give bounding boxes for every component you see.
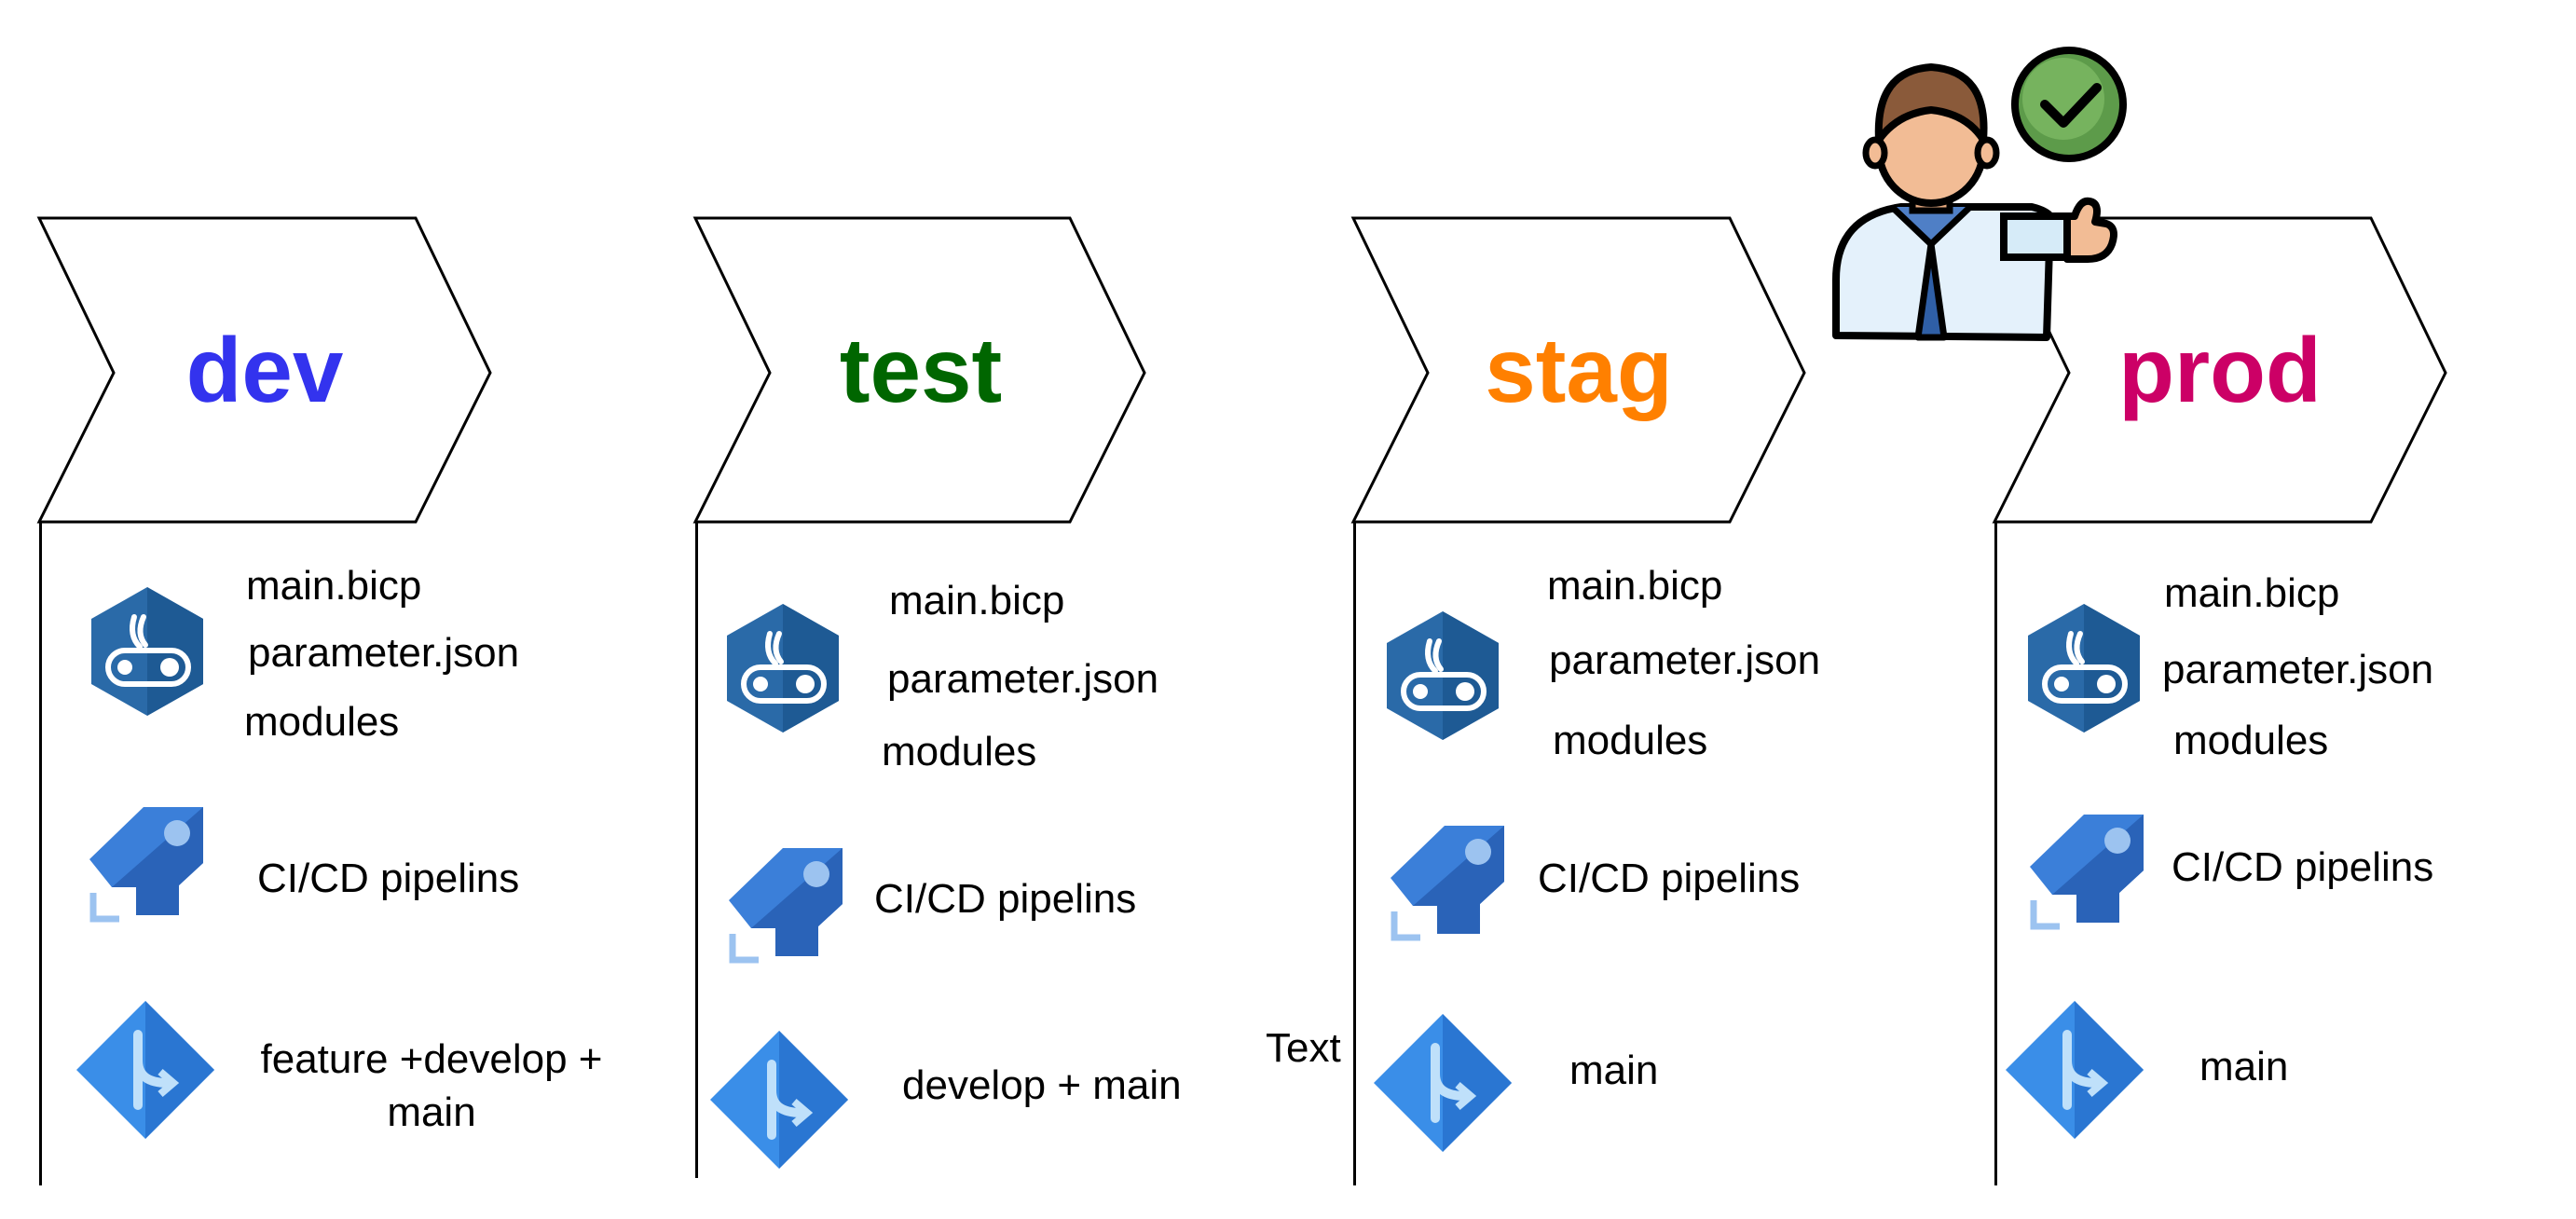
file-main-bicp: main.bicp bbox=[889, 578, 1065, 623]
stage-label-test: test bbox=[839, 319, 1003, 421]
azure-repos-branch-icon bbox=[1374, 1014, 1512, 1152]
branches-line-2: main bbox=[387, 1089, 476, 1135]
azure-pipelines-icon bbox=[1391, 826, 1504, 941]
stage-chevron-prod bbox=[1992, 216, 2447, 524]
branches-label: develop + main bbox=[902, 1062, 1182, 1108]
file-parameter-json: parameter.json bbox=[1549, 637, 1821, 683]
bicep-artifact-icon bbox=[91, 587, 203, 716]
bicep-artifact-icon bbox=[1387, 611, 1499, 740]
stage-chevron-stag bbox=[1350, 216, 1806, 524]
file-main-bicp: main.bicp bbox=[246, 563, 422, 609]
column-divider-prod bbox=[1994, 522, 1997, 1185]
pipelines-label: CI/CD pipelins bbox=[1538, 856, 1801, 901]
branches-label: main bbox=[1569, 1048, 1659, 1093]
pipelines-label: CI/CD pipelins bbox=[257, 856, 520, 901]
azure-repos-branch-icon bbox=[710, 1031, 848, 1169]
column-divider-stag bbox=[1353, 522, 1356, 1185]
stray-text-label: Text bbox=[1266, 1025, 1341, 1071]
stage-label-prod: prod bbox=[2118, 319, 2322, 421]
column-divider-test bbox=[695, 522, 698, 1178]
stage-label-dev: dev bbox=[185, 319, 344, 421]
stage-label-stag: stag bbox=[1485, 319, 1673, 421]
file-parameter-json: parameter.json bbox=[887, 656, 1159, 702]
bicep-artifact-icon bbox=[727, 604, 839, 733]
pipelines-label: CI/CD pipelins bbox=[2172, 844, 2434, 890]
azure-repos-branch-icon bbox=[2006, 1001, 2144, 1139]
branches-label: main bbox=[2199, 1044, 2289, 1089]
file-main-bicp: main.bicp bbox=[2164, 570, 2340, 616]
column-divider-dev bbox=[39, 522, 42, 1185]
stage-chevron-dev bbox=[36, 216, 492, 524]
file-parameter-json: parameter.json bbox=[2162, 647, 2434, 692]
folder-modules: modules bbox=[882, 729, 1037, 774]
branches-line-1: feature +develop + bbox=[260, 1036, 603, 1082]
folder-modules: modules bbox=[1553, 718, 1708, 763]
branches-label: feature +develop + main bbox=[240, 1036, 623, 1136]
folder-modules: modules bbox=[244, 699, 400, 745]
file-parameter-json: parameter.json bbox=[248, 630, 520, 676]
bicep-artifact-icon bbox=[2028, 604, 2140, 733]
azure-pipelines-icon bbox=[2030, 815, 2144, 930]
folder-modules: modules bbox=[2173, 718, 2329, 763]
person-approval-icon bbox=[1832, 47, 2127, 341]
azure-pipelines-icon bbox=[729, 848, 843, 964]
stage-chevron-test bbox=[692, 216, 1146, 524]
pipelines-label: CI/CD pipelins bbox=[874, 876, 1137, 922]
file-main-bicp: main.bicp bbox=[1547, 563, 1723, 609]
azure-repos-branch-icon bbox=[76, 1001, 214, 1139]
azure-pipelines-icon bbox=[89, 807, 203, 923]
